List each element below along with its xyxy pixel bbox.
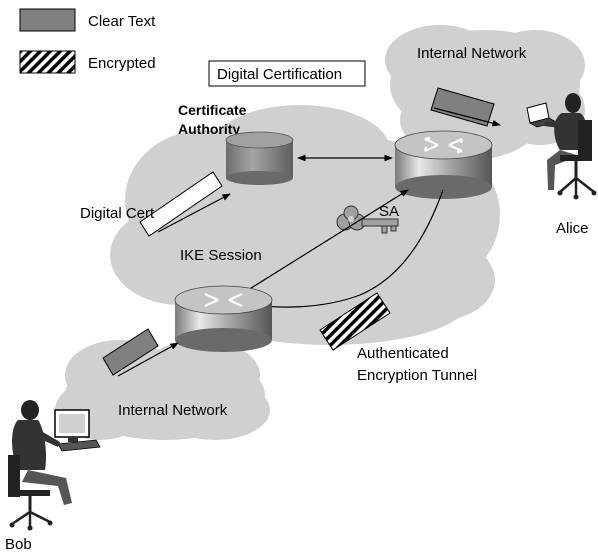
router-icon xyxy=(174,285,273,352)
encrypted-packet-icon xyxy=(319,292,391,351)
internal-network-bottom-label: Internal Network xyxy=(118,402,228,419)
clear-text-packet-icon xyxy=(102,328,159,376)
ike-session-label: IKE Session xyxy=(180,247,262,264)
legend-clear-text-label: Clear Text xyxy=(88,13,156,30)
tunnel-label-line2: Encryption Tunnel xyxy=(357,367,477,384)
bob-packet-arrow xyxy=(117,342,179,377)
internal-network-top-label: Internal Network xyxy=(417,45,527,62)
ca-label-line2: Authority xyxy=(178,121,240,137)
database-icon xyxy=(225,131,294,185)
alice-label: Alice xyxy=(556,220,589,237)
person-at-computer-icon xyxy=(8,400,101,531)
legend: Clear Text Encrypted xyxy=(19,8,156,74)
clear-text-swatch xyxy=(19,8,76,32)
ike-session-arrow xyxy=(239,189,409,296)
digital-cert-arrow xyxy=(157,193,231,233)
digital-cert-label: Digital Cert xyxy=(80,205,155,222)
digital-certification-box xyxy=(208,60,366,87)
digital-cert-envelope-icon xyxy=(139,171,223,237)
legend-encrypted-label: Encrypted xyxy=(88,55,156,72)
bob-label: Bob xyxy=(5,536,32,552)
encryption-tunnel-path xyxy=(249,189,444,308)
digital-certification-label: Digital Certification xyxy=(217,66,342,83)
clear-text-packet-icon xyxy=(430,87,495,127)
person-at-computer-icon xyxy=(526,93,597,200)
ca-label-line1: Certificate xyxy=(178,102,247,118)
tunnel-label-line1: Authenticated xyxy=(357,345,449,362)
alice-packet-arrow xyxy=(433,107,501,127)
encrypted-swatch xyxy=(19,50,76,74)
router-icon xyxy=(394,130,493,199)
